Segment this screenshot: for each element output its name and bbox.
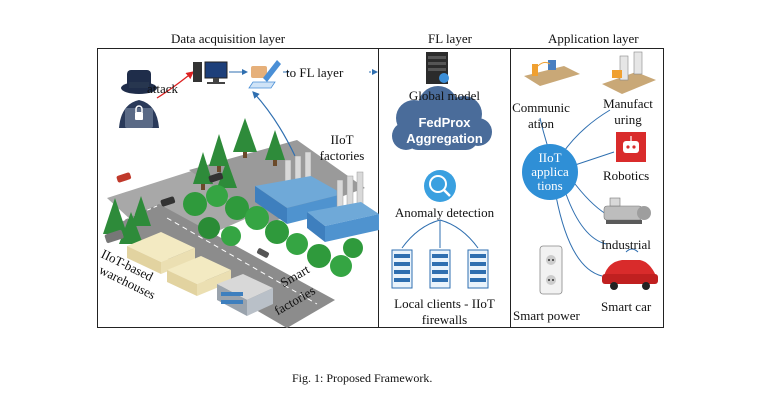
industrial-label: Industrial: [601, 237, 651, 252]
fl-layer-illustration: [391, 52, 492, 289]
firewall-client-3: [467, 249, 489, 289]
iiot-factory-upper: [255, 151, 343, 224]
computer-icon: [193, 61, 228, 84]
manufacturing-label-line2: uring: [614, 112, 642, 127]
smart-power-socket-icon: [539, 245, 563, 295]
robotics-label: Robotics: [603, 168, 650, 183]
aggregation-cloud-icon: [392, 86, 492, 150]
header-data-acquisition-layer: Data acquisition layer: [171, 31, 286, 46]
iiot-factories-label-line1: IIoT: [330, 132, 354, 147]
hub-label-line3: tions: [537, 178, 563, 193]
round-trees: [183, 185, 363, 277]
figure-caption: Fig. 1: Proposed Framework.: [292, 371, 433, 385]
application-layer-illustration: [522, 51, 658, 295]
communication-label-line2: ation: [528, 116, 554, 131]
smart-power-label: Smart power: [513, 308, 580, 323]
header-application-layer: Application layer: [548, 31, 639, 46]
firewall-client-2: [429, 249, 451, 289]
panel-application-layer: [510, 48, 664, 328]
iiot-applications-hub: [522, 144, 578, 200]
header-fl-layer: FL layer: [428, 31, 472, 46]
to-fl-layer-label: to FL layer: [286, 65, 344, 80]
smart-car-icon: [602, 248, 658, 290]
firewall-client-1: [391, 249, 413, 289]
communication-label-line1: Communic: [512, 100, 570, 115]
anomaly-detection-label: Anomaly detection: [394, 205, 495, 220]
robotics-icon: [616, 132, 646, 162]
warehouse-buildings: [127, 232, 231, 296]
attack-label: attack: [147, 81, 179, 96]
server-icon: [426, 52, 449, 84]
hub-label-line1: IIoT: [538, 150, 562, 165]
data-editing-icon: [248, 60, 281, 89]
manufacturing-label-line1: Manufact: [603, 96, 653, 111]
data-flow-arrow: [252, 91, 296, 157]
global-model-label: Global model: [408, 88, 481, 103]
fedprox-label-line1: FedProx: [418, 115, 471, 130]
fedprox-label-line2: Aggregation: [406, 131, 483, 146]
attack-arrow: [156, 71, 195, 99]
smart-factory-building: [217, 274, 273, 316]
industrial-city-illustration: [103, 60, 379, 328]
hub-label-line2: applica: [531, 164, 569, 179]
local-clients-label-line1: Local clients - IIoT: [394, 296, 495, 311]
local-clients-label-line2: firewalls: [421, 312, 468, 327]
industrial-machine-icon: [603, 197, 651, 224]
vehicles: [104, 172, 270, 258]
hacker-icon: [119, 70, 159, 128]
iiot-factory-lower: [307, 171, 379, 242]
smart-car-label: Smart car: [601, 299, 652, 314]
anomaly-detection-icon: [424, 170, 456, 202]
communication-icon: [524, 60, 580, 86]
iiot-factories-label-line2: factories: [319, 148, 365, 163]
client-links: [401, 219, 479, 249]
manufacturing-icon: [602, 51, 656, 94]
